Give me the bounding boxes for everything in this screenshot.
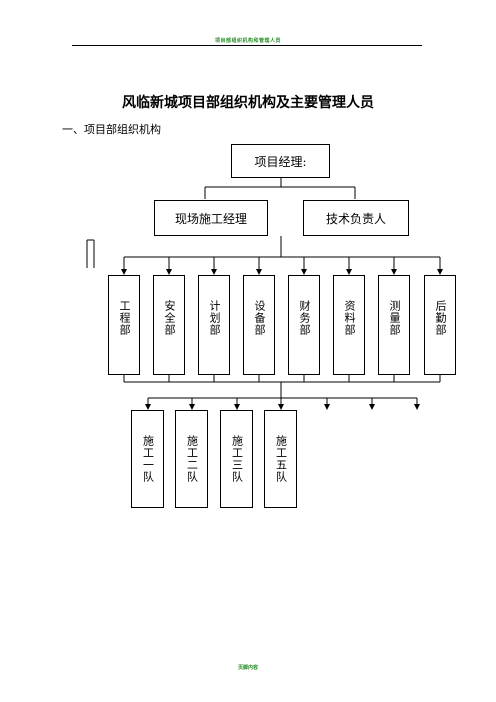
dept-box: 测量部	[378, 275, 410, 375]
org-tech-lead-box: 技术负责人	[303, 200, 409, 236]
org-site-manager-box: 现场施工经理	[154, 200, 268, 236]
team-label: 施工一队	[141, 435, 155, 483]
dept-label: 测量部	[388, 300, 401, 336]
org-tech-lead-label: 技术负责人	[325, 211, 386, 226]
dept-label: 设备部	[253, 300, 266, 336]
dept-label: 资料部	[343, 300, 356, 336]
header-rule	[72, 45, 422, 46]
dept-box: 后勤部	[424, 275, 456, 375]
page-header: 项目部组织机构和管理人员	[214, 38, 281, 44]
dept-label: 财务部	[298, 300, 311, 336]
dept-box: 财务部	[288, 275, 320, 375]
dept-box: 设备部	[243, 275, 275, 375]
team-label: 施工三队	[230, 435, 244, 483]
org-root-box: 项目经理:	[231, 144, 330, 178]
team-box: 施工二队	[175, 410, 208, 508]
page-footer: 页脚内容	[237, 665, 258, 671]
dept-box: 计划部	[198, 275, 230, 375]
dept-label: 安全部	[163, 300, 176, 336]
dept-box: 安全部	[153, 275, 185, 375]
document-title: 风临新城项目部组织机构及主要管理人员	[122, 95, 374, 111]
team-label: 施工五队	[274, 435, 288, 483]
dept-label: 计划部	[208, 300, 221, 336]
dept-label: 后勤部	[434, 300, 447, 336]
team-box: 施工一队	[131, 410, 164, 508]
dept-box: 资料部	[333, 275, 365, 375]
org-root-label: 项目经理:	[254, 154, 307, 169]
section-heading: 一、项目部组织机构	[62, 123, 161, 136]
team-box: 施工五队	[264, 410, 297, 508]
dept-box: 工程部	[108, 275, 140, 375]
dept-label: 工程部	[118, 300, 131, 336]
org-site-manager-label: 现场施工经理	[174, 211, 247, 226]
team-label: 施工二队	[185, 435, 199, 483]
team-box: 施工三队	[220, 410, 253, 508]
